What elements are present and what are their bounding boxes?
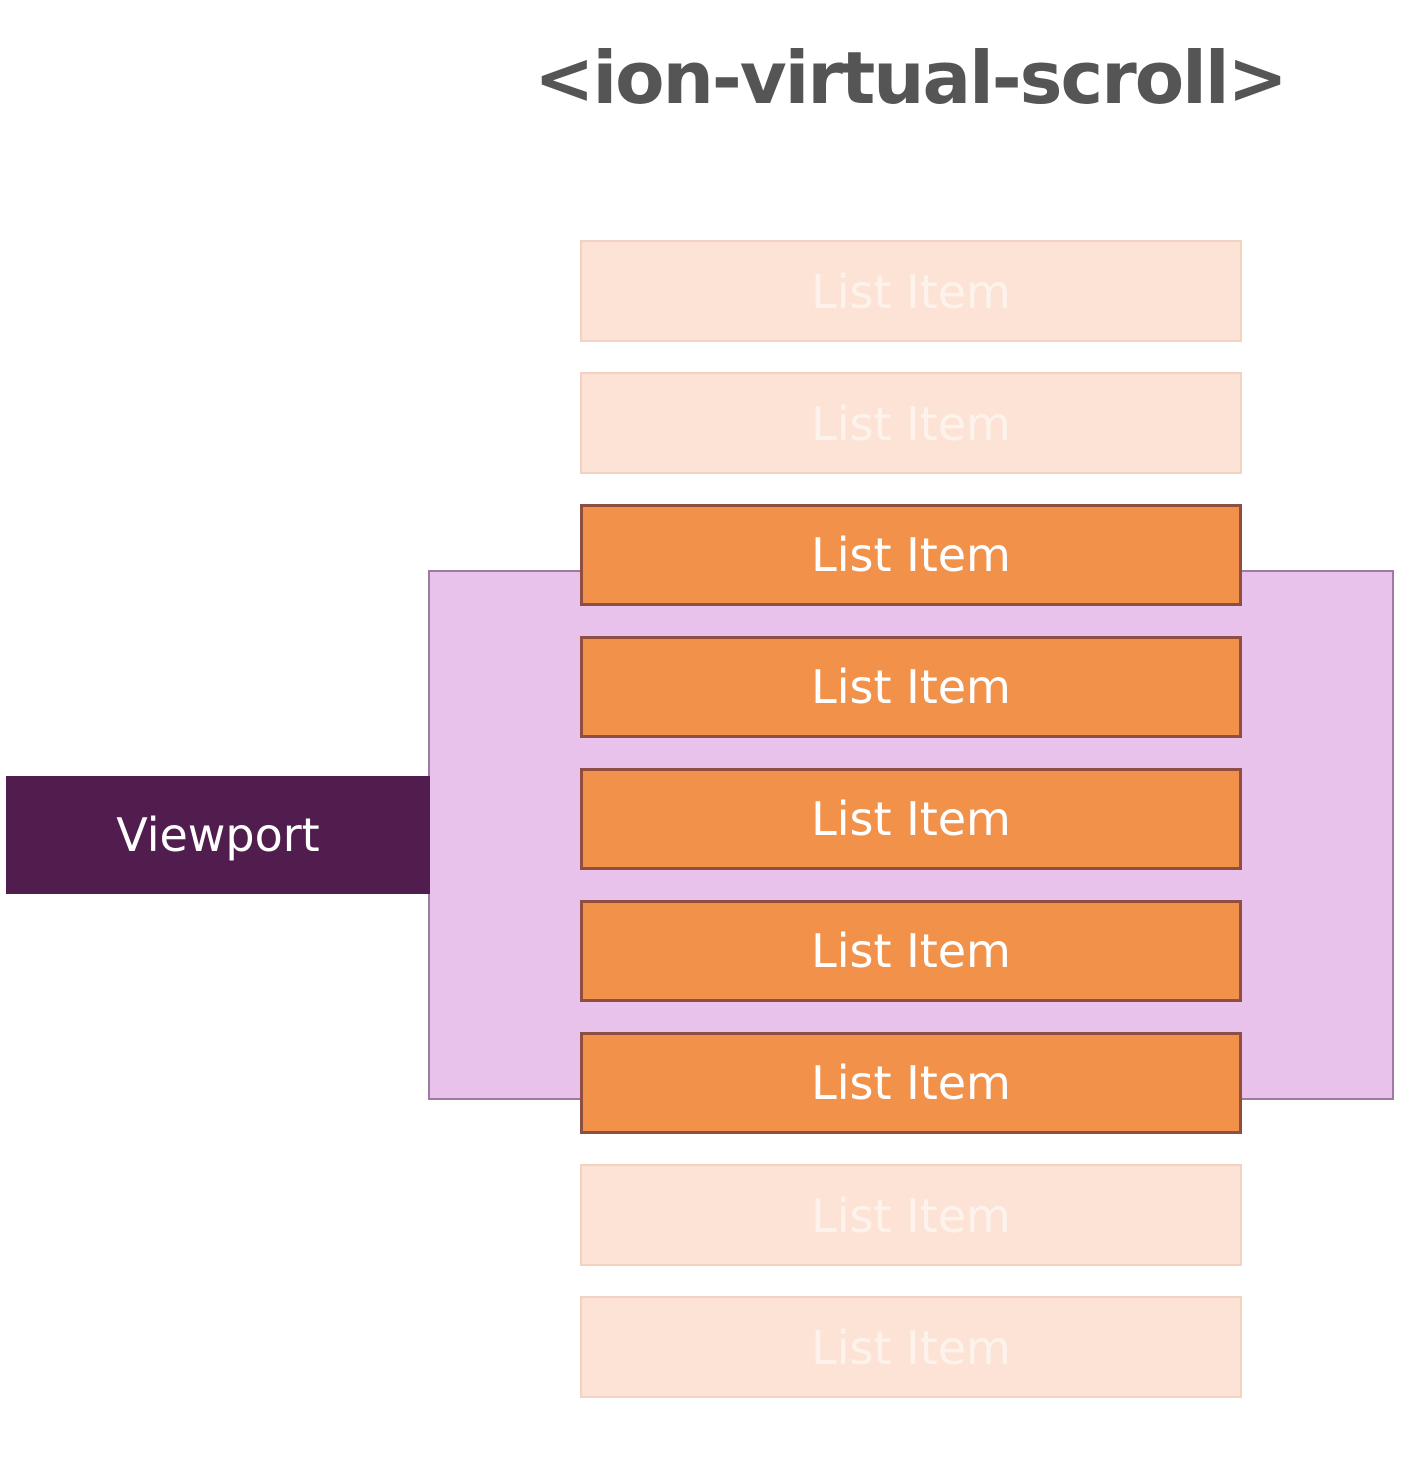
viewport-label: Viewport — [6, 776, 430, 894]
list-item-rendered: List Item — [580, 1032, 1242, 1134]
list-item-offscreen: List Item — [580, 372, 1242, 474]
diagram-title: <ion-virtual-scroll> — [534, 36, 1288, 120]
list-item-offscreen: List Item — [580, 1164, 1242, 1266]
list-item-offscreen: List Item — [580, 240, 1242, 342]
list-item-rendered: List Item — [580, 636, 1242, 738]
list-item-rendered: List Item — [580, 900, 1242, 1002]
list-item-offscreen: List Item — [580, 1296, 1242, 1398]
virtual-scroll-list: List Item List Item List Item List Item … — [580, 240, 1242, 1428]
list-item-rendered: List Item — [580, 768, 1242, 870]
list-item-rendered: List Item — [580, 504, 1242, 606]
